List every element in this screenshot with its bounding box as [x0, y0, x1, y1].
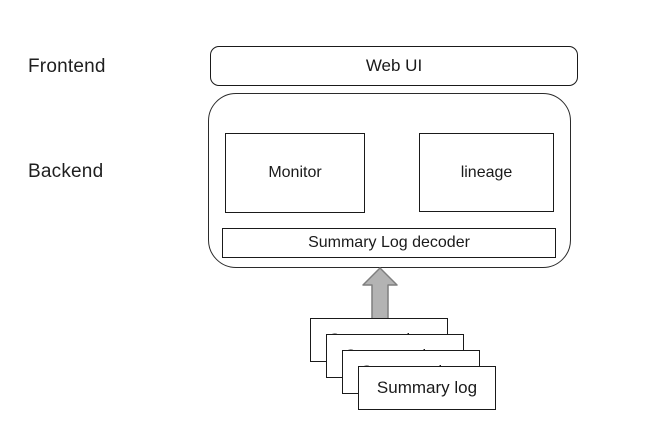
backend-layer-label: Backend — [28, 161, 104, 182]
web-ui-label: Web UI — [365, 56, 423, 75]
web-ui-box: Web UI — [210, 46, 578, 86]
lineage-box: lineage — [419, 133, 554, 212]
summary-log-decoder-bar: Summary Log decoder — [222, 228, 556, 258]
monitor-box: Monitor — [225, 133, 365, 213]
up-arrow-icon — [362, 267, 398, 320]
frontend-layer-label: Frontend — [28, 56, 106, 77]
summary-log-label: Summary log — [376, 378, 478, 397]
lineage-label: lineage — [460, 163, 513, 181]
summary-log-card: Summary log — [358, 366, 496, 410]
summary-log-decoder-label: Summary Log decoder — [308, 234, 470, 251]
monitor-label: Monitor — [268, 164, 322, 181]
